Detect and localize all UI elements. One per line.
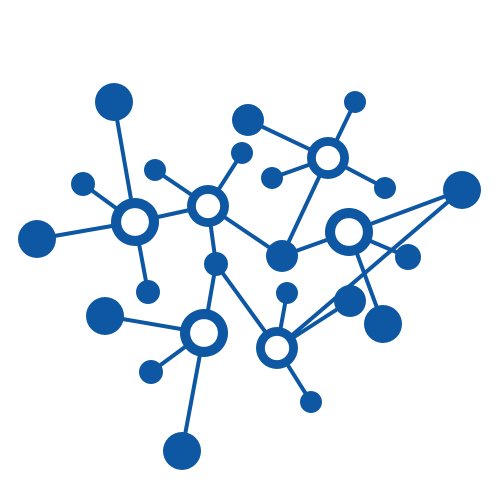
leaf-dot [86,297,124,335]
leaf-node-leaf-18 [163,432,201,470]
hub-node-hub-2 [187,185,229,227]
leaf-dot [95,83,133,121]
hub-node-hub-5 [180,309,228,357]
leaf-node-leaf-9 [266,240,298,272]
leaf-dot [231,142,253,164]
leaf-node-leaf-1 [95,83,133,121]
hub-core [315,145,341,171]
leaf-node-leaf-17 [364,305,402,343]
leaf-dot [443,171,481,209]
leaf-dot [136,280,160,304]
leaf-node-leaf-15 [139,360,163,384]
hub-node-hub-1 [111,198,159,246]
leaf-dot [300,391,322,413]
hub-node-hub-6 [256,327,298,369]
nodes-layer [18,83,481,470]
hub-core [195,193,221,219]
hub-core [264,335,290,361]
leaf-dot [18,220,56,258]
leaf-dot [395,244,421,270]
hub-node-hub-3 [307,137,349,179]
leaf-node-leaf-21 [300,391,322,413]
leaf-node-leaf-16 [395,244,421,270]
leaf-dot [266,240,298,272]
leaf-dot [71,172,95,196]
leaf-dot [261,167,283,189]
edge-hub-6-leaf-12 [275,188,464,350]
leaf-node-leaf-20 [334,285,366,317]
leaf-node-leaf-8 [344,91,366,113]
leaf-dot [364,305,402,343]
leaf-node-leaf-12 [443,171,481,209]
hub-core [335,218,363,246]
leaf-dot [232,104,264,136]
hub-node-hub-4 [325,208,373,256]
leaf-node-leaf-13 [204,252,228,276]
leaf-node-leaf-2 [71,172,95,196]
leaf-node-leaf-4 [136,280,160,304]
hub-core [121,208,149,236]
leaf-dot [276,282,298,304]
leaf-node-leaf-7 [232,104,264,136]
leaf-dot [163,432,201,470]
leaf-dot [144,159,166,181]
leaf-node-leaf-10 [261,167,283,189]
leaf-node-leaf-3 [18,220,56,258]
hub-core [190,319,218,347]
leaf-node-leaf-5 [144,159,166,181]
leaf-dot [374,177,396,199]
leaf-node-leaf-14 [86,297,124,335]
leaf-dot [139,360,163,384]
leaf-dot [334,285,366,317]
leaf-dot [204,252,228,276]
leaf-node-leaf-11 [374,177,396,199]
leaf-dot [344,91,366,113]
leaf-node-leaf-19 [276,282,298,304]
leaf-node-leaf-6 [231,142,253,164]
